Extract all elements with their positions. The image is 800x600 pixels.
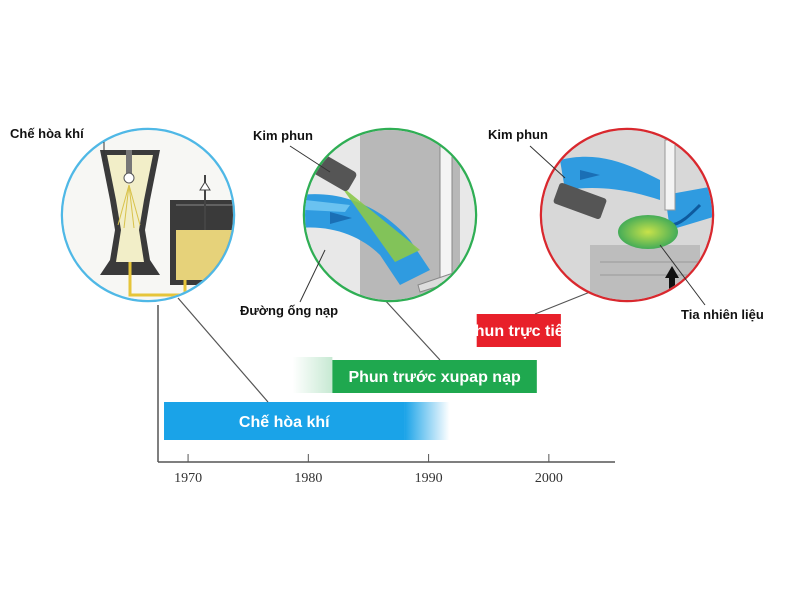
carburetor-diagram: Chế hòa khí (10, 126, 236, 303)
axis-tick-label: 2000 (535, 471, 563, 486)
fuel-spray-label: Tia nhiên liệu (681, 307, 764, 322)
intake-manifold-callout-line (299, 249, 326, 303)
port-injection-leader-line (382, 297, 441, 361)
axis-ticks: 1970 1980 1990 2000 (174, 454, 563, 486)
port-injection-era-label: Phun trước xupap nạp (348, 369, 521, 386)
timeline-axis: 1970 1980 1990 2000 (157, 305, 615, 486)
direct-injection-diagram: Kim phun Tia nhiên liệu (488, 127, 764, 322)
carburetor-leader-line (177, 297, 269, 403)
direct-injector-label: Kim phun (488, 127, 548, 142)
port-injector-label: Kim phun (253, 128, 313, 143)
port-injector-callout-line (289, 145, 331, 173)
direct-injection-era-bar (476, 314, 561, 347)
port-injection-era-fade (292, 357, 333, 393)
axis-tick-label: 1970 (174, 471, 202, 486)
direct-injector-callout-line (529, 145, 566, 179)
direct-injection-era-label: Phun trực tiếp (464, 323, 574, 340)
leader-lines (177, 291, 591, 403)
carburetor-era-label: Chế hòa khí (239, 414, 330, 431)
carburetor-era-fade (404, 402, 450, 440)
carburetor-callout-label: Chế hòa khí (10, 126, 84, 141)
carburetor-era-bar (164, 402, 405, 440)
axis-tick-label: 1990 (415, 471, 443, 486)
axis-tick-label: 1980 (294, 471, 322, 486)
direct-injection-leader-line (534, 291, 591, 315)
intake-manifold-label: Đường ống nạp (240, 303, 338, 318)
fuel-spray-callout-line (659, 244, 706, 306)
port-injection-diagram: Kim phun Đường ống nạp (240, 127, 478, 318)
port-injection-era-bar (332, 360, 537, 393)
era-bars: Chế hòa khí Phun trước xupap nạp Phun tr… (164, 314, 574, 440)
